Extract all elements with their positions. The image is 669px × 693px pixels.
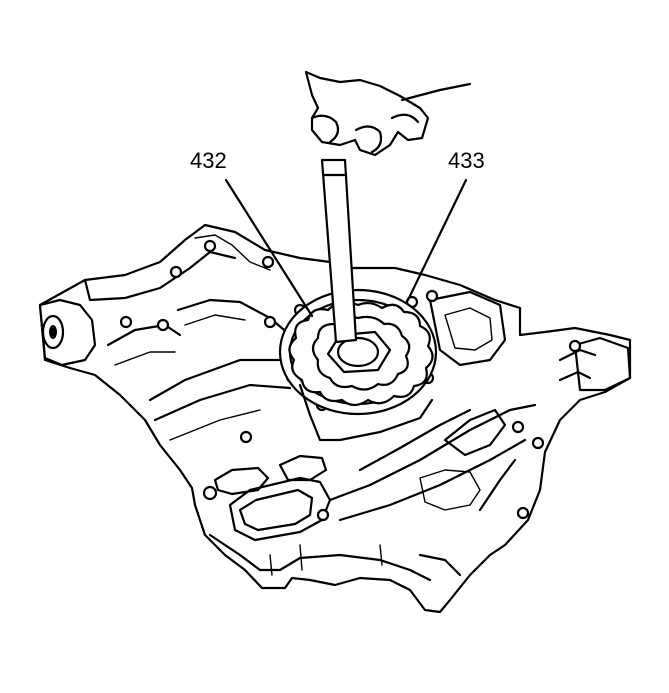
callout-433-label: 433	[448, 148, 485, 173]
bolt-holes	[119, 239, 582, 522]
callout-432-label: 432	[190, 148, 227, 173]
hand-holding-probe	[304, 70, 472, 344]
leader-432	[224, 178, 314, 318]
pump-housing	[38, 223, 632, 614]
leader-433	[406, 178, 468, 302]
leader-lines	[224, 178, 468, 318]
